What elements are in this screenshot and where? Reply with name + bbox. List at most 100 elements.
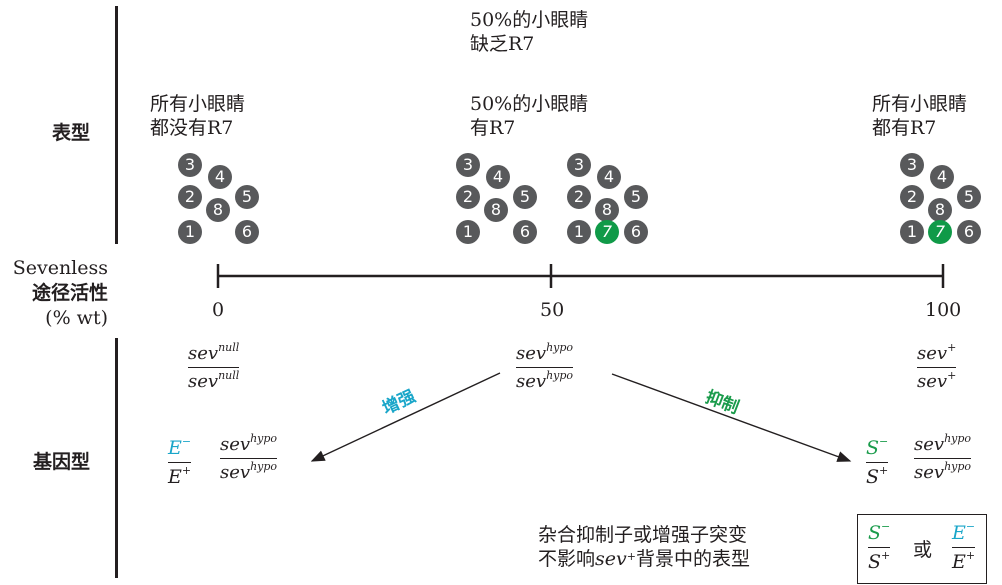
cell-3: 3 (178, 153, 202, 177)
pathway-label-line3: (% wt) (45, 307, 108, 329)
genotype-sev-hypo: sevhypo sevhypo (516, 341, 574, 392)
note-line2-sup: + (626, 550, 636, 563)
cell-7-r7: 7 (928, 220, 952, 244)
top-note-line1: 50%的小眼睛 (470, 9, 589, 31)
box-E-fraction: E− E+ (952, 520, 976, 573)
box-den-S-sup: + (881, 549, 891, 562)
cell-4: 4 (597, 165, 621, 189)
den-sup: hypo (944, 460, 972, 473)
phenotype-left-line2: 都没有R7 (150, 117, 234, 139)
genotype-label: 基因型 (33, 451, 91, 473)
ommatidium-all-r7: 3 4 2 5 8 1 7 6 (900, 153, 990, 248)
phenotype-label: 表型 (52, 122, 91, 144)
num-S-sup: − (879, 435, 889, 448)
phenotype-right: 所有小眼睛 都有R7 (872, 92, 967, 140)
cell-2: 2 (567, 185, 591, 209)
note-line2-post: 背景中的表型 (635, 548, 750, 570)
box-num-E-sup: − (965, 520, 976, 533)
pathway-label-line2: 途径活性 (31, 282, 108, 304)
den-sev: sev (516, 371, 547, 392)
cell-4: 4 (208, 165, 232, 189)
cell-8: 8 (595, 198, 619, 222)
bottom-note: 杂合抑制子或增强子突变 不影响sev+背景中的表型 (538, 523, 750, 571)
den-E-sup: + (181, 464, 192, 477)
box-den-E-sup: + (965, 549, 976, 562)
pathway-activity-label: Sevenless 途径活性 (% wt) (8, 256, 108, 330)
cell-2: 2 (900, 185, 924, 209)
pathway-label-line1: Sevenless (12, 257, 108, 279)
cell-6: 6 (235, 220, 259, 244)
cell-8: 8 (484, 198, 508, 222)
box-num-S: S (868, 522, 882, 544)
note-line2-sev: sev (595, 548, 627, 570)
genotype-S-heterozygote: S− S+ (866, 435, 889, 488)
num-E-sup: − (181, 435, 192, 448)
fraction-line (868, 547, 891, 548)
axis-label-100: 100 (925, 299, 962, 321)
cell-5: 5 (513, 185, 537, 209)
enhancer-arrow (310, 372, 501, 462)
num-sup: hypo (944, 432, 972, 445)
suppressor-arrow (611, 373, 852, 462)
fraction-line (952, 547, 976, 548)
cell-1: 1 (178, 220, 202, 244)
cell-3: 3 (456, 153, 480, 177)
den-sev: sev (917, 371, 948, 392)
cell-5: 5 (235, 185, 259, 209)
phenotype-right-line1: 所有小眼睛 (872, 93, 968, 115)
cell-2: 2 (456, 185, 480, 209)
den-sev: sev (188, 371, 219, 392)
cell-5: 5 (957, 185, 981, 209)
box-den-S: S (868, 551, 882, 573)
num-sev: sev (914, 434, 945, 455)
phenotype-middle-line2: 有R7 (470, 117, 516, 139)
box-num-E: E (952, 522, 966, 544)
fraction-line (188, 367, 240, 368)
fraction-line (220, 458, 278, 459)
ommatidium-middle-with-r7: 3 4 2 5 8 1 7 6 (567, 153, 657, 248)
genotype-E-heterozygote: E− E+ (168, 435, 192, 488)
den-sup: + (947, 369, 957, 382)
genotype-sev-hypo-left: sevhypo sevhypo (220, 432, 278, 483)
top-note: 50%的小眼睛 缺乏R7 (470, 8, 588, 56)
genotype-sev-plus: sev+ sev+ (917, 341, 957, 392)
axis-label-0: 0 (212, 299, 225, 321)
num-sup: hypo (546, 341, 574, 354)
cell-2: 2 (178, 185, 202, 209)
num-sev: sev (516, 343, 547, 364)
box-S-fraction: S− S+ (868, 520, 891, 573)
axis-label-50: 50 (540, 299, 565, 321)
note-line2-pre: 不影响 (538, 548, 596, 570)
fraction-line (917, 367, 957, 368)
den-S: S (866, 466, 880, 488)
num-sup: hypo (250, 432, 278, 445)
cell-6: 6 (957, 220, 981, 244)
den-sup: null (218, 369, 240, 382)
cell-1: 1 (900, 220, 924, 244)
note-line1: 杂合抑制子或增强子突变 (538, 524, 748, 546)
fraction-line (866, 462, 889, 463)
phenotype-middle: 50%的小眼睛 有R7 (470, 92, 588, 140)
top-note-line2: 缺乏R7 (470, 33, 535, 55)
note-line2: 不影响sev+背景中的表型 (538, 547, 750, 571)
box-num-S-sup: − (881, 520, 891, 533)
cell-3: 3 (567, 153, 591, 177)
fraction-line (914, 458, 972, 459)
heterozygote-box: S− S+ 或 E− E+ (857, 514, 987, 584)
num-S: S (866, 437, 880, 459)
num-sev: sev (917, 343, 948, 364)
separator-bottom (115, 338, 118, 578)
cell-8: 8 (928, 198, 952, 222)
den-sev: sev (914, 462, 945, 483)
cell-4: 4 (486, 165, 510, 189)
ommatidium-no-r7: 3 4 2 5 8 1 6 (178, 153, 268, 248)
phenotype-left: 所有小眼睛 都没有R7 (150, 92, 245, 140)
num-E: E (168, 437, 182, 459)
phenotype-middle-line1: 50%的小眼睛 (470, 93, 589, 115)
num-sup: + (947, 341, 957, 354)
num-sev: sev (220, 434, 251, 455)
cell-1: 1 (567, 220, 591, 244)
ommatidium-middle-no-r7: 3 4 2 5 8 1 6 (456, 153, 546, 248)
cell-8: 8 (206, 198, 230, 222)
